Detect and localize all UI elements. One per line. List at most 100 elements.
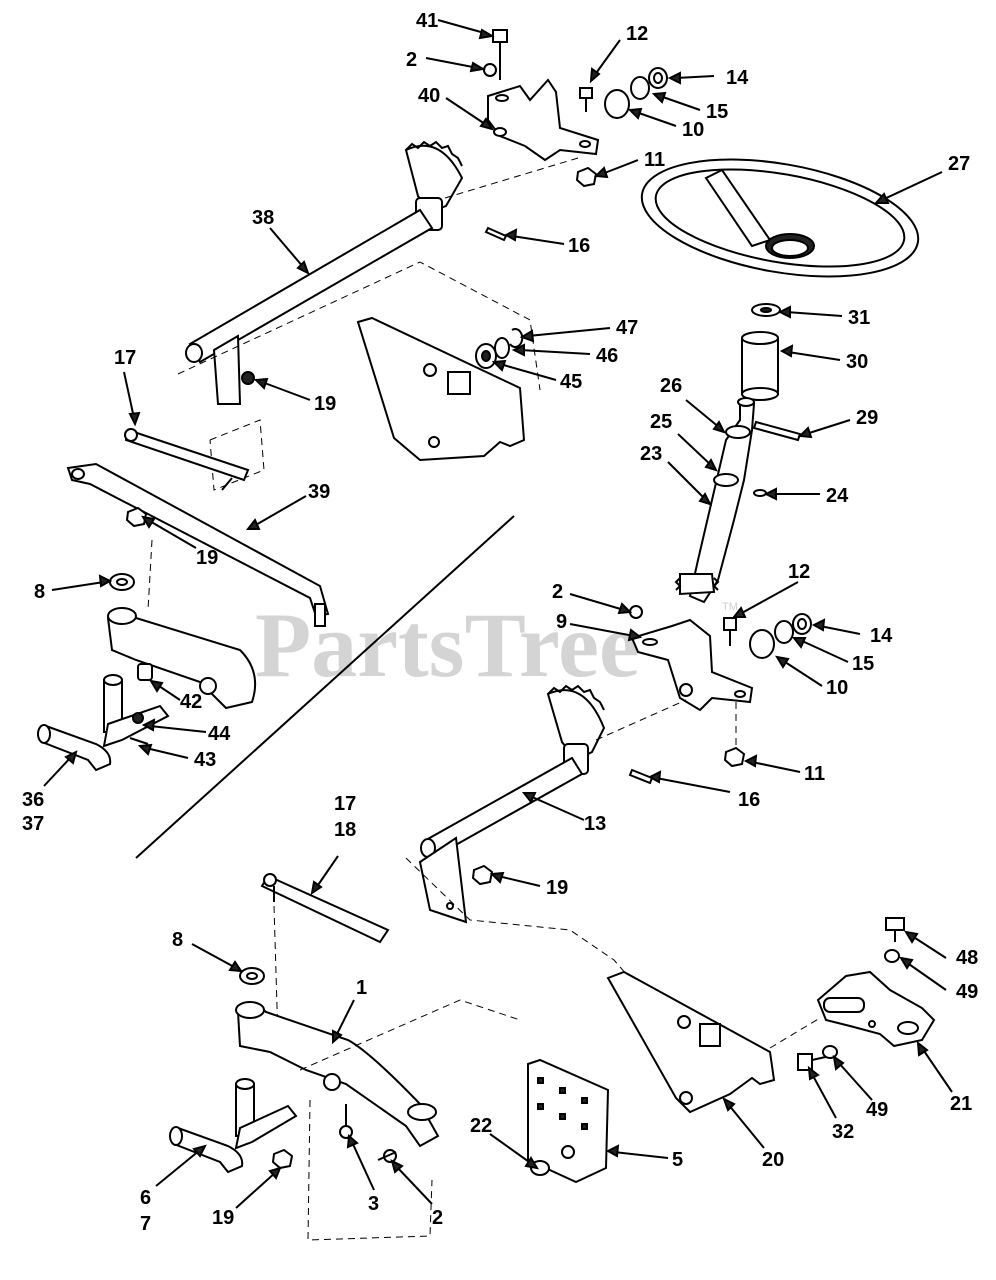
bushing-10-mid — [749, 629, 775, 659]
label-31: 31 — [848, 307, 870, 329]
nut-19-mid — [471, 864, 494, 886]
dash-mid-2 — [595, 699, 687, 741]
label-47: 47 — [616, 317, 638, 339]
nut-11-top — [575, 166, 598, 188]
label-42: 42 — [180, 691, 202, 713]
dash-top-4 — [147, 539, 153, 611]
label-15b: 15 — [852, 653, 874, 675]
steering-bracket-top — [487, 78, 600, 162]
label-36: 36 — [22, 789, 44, 811]
dash-top-1 — [444, 157, 579, 199]
label-1: 1 — [356, 977, 367, 999]
label-19d: 19 — [212, 1207, 234, 1229]
washer-8-top — [109, 573, 135, 591]
label-22: 22 — [470, 1115, 492, 1137]
drag-link-17-top — [124, 428, 250, 491]
label-21: 21 — [950, 1093, 972, 1115]
washer-14-top — [648, 67, 668, 89]
label-16: 16 — [568, 235, 590, 257]
steering-wheel-27 — [640, 158, 920, 278]
nut-19-bottom — [271, 1148, 294, 1170]
bolt-12-mid — [723, 617, 737, 646]
nut-11-mid — [723, 746, 746, 768]
bolt-3 — [339, 1104, 353, 1139]
watermark-tm: TM — [722, 601, 738, 613]
label-6: 6 — [140, 1187, 151, 1209]
label-41: 41 — [416, 10, 438, 32]
ring-47 — [509, 328, 524, 348]
sector-gear-shaft-13 — [418, 684, 606, 924]
support-bracket-21 — [816, 970, 936, 1048]
label-8b: 8 — [172, 929, 183, 951]
label-49b: 49 — [866, 1099, 888, 1121]
label-19b: 19 — [196, 547, 218, 569]
washer-15-top — [630, 76, 650, 100]
label-13: 13 — [584, 813, 606, 835]
frame-plate-top — [356, 316, 526, 462]
callout-labels: 41 12 2 14 40 15 10 11 27 38 16 31 30 17… — [22, 10, 978, 1235]
spindle-6-7 — [169, 1078, 298, 1174]
washer-31 — [751, 303, 781, 317]
frame-bracket-20 — [606, 970, 776, 1114]
washer-14-mid — [792, 613, 812, 635]
label-15: 15 — [706, 101, 728, 123]
washer-8-bottom — [239, 967, 265, 985]
front-axle-top — [106, 607, 256, 710]
label-49: 49 — [956, 981, 978, 1003]
drag-link-17-18 — [260, 873, 390, 944]
washer-46 — [494, 337, 510, 359]
label-11b: 11 — [804, 763, 825, 785]
label-40: 40 — [418, 85, 440, 107]
bushing-30 — [741, 331, 779, 401]
label-30: 30 — [846, 351, 868, 373]
divider-line — [135, 515, 515, 859]
label-18: 18 — [334, 819, 356, 841]
label-43: 43 — [194, 749, 216, 771]
label-2b: 2 — [552, 581, 563, 603]
bearing-45 — [475, 343, 497, 369]
bushing-10-top — [604, 89, 630, 119]
screw-2-bottom — [377, 1149, 397, 1163]
label-11: 11 — [644, 149, 665, 171]
steering-bracket-9 — [630, 618, 754, 712]
label-23: 23 — [640, 443, 662, 465]
label-27: 27 — [948, 153, 970, 175]
washer-49-bottom — [822, 1045, 838, 1059]
washer-40 — [493, 127, 507, 137]
label-37: 37 — [22, 813, 44, 835]
screw-2-mid — [629, 605, 643, 619]
label-14b: 14 — [870, 625, 893, 647]
washer-49-top — [884, 949, 900, 963]
pin-16-mid — [628, 768, 654, 785]
dash-bottom-2 — [299, 999, 521, 1071]
label-8: 8 — [34, 581, 45, 603]
dash-bottom-1 — [307, 1099, 433, 1241]
label-9: 9 — [556, 611, 567, 633]
label-17b: 17 — [334, 793, 356, 815]
dash-top-2 — [177, 261, 541, 391]
washer-15-mid — [774, 620, 794, 644]
label-46: 46 — [596, 345, 618, 367]
bolt-41 — [492, 29, 508, 80]
label-2c: 2 — [432, 1207, 443, 1229]
label-7: 7 — [140, 1213, 151, 1235]
label-25: 25 — [650, 411, 672, 433]
tie-rod-39 — [66, 462, 330, 627]
label-10b: 10 — [826, 677, 848, 699]
dash-top-3 — [209, 419, 265, 491]
spindle-36-37 — [37, 674, 170, 772]
label-20: 20 — [762, 1149, 784, 1171]
label-29: 29 — [856, 407, 878, 429]
label-16b: 16 — [738, 789, 760, 811]
label-5: 5 — [672, 1149, 683, 1171]
label-26: 26 — [660, 375, 682, 397]
label-14: 14 — [726, 67, 749, 89]
front-axle-1 — [235, 1001, 440, 1148]
leader-arrows — [43, 19, 953, 1209]
label-38: 38 — [252, 207, 274, 229]
pin-29 — [752, 420, 802, 442]
label-3: 3 — [368, 1193, 379, 1215]
pin-16-top — [484, 226, 508, 242]
